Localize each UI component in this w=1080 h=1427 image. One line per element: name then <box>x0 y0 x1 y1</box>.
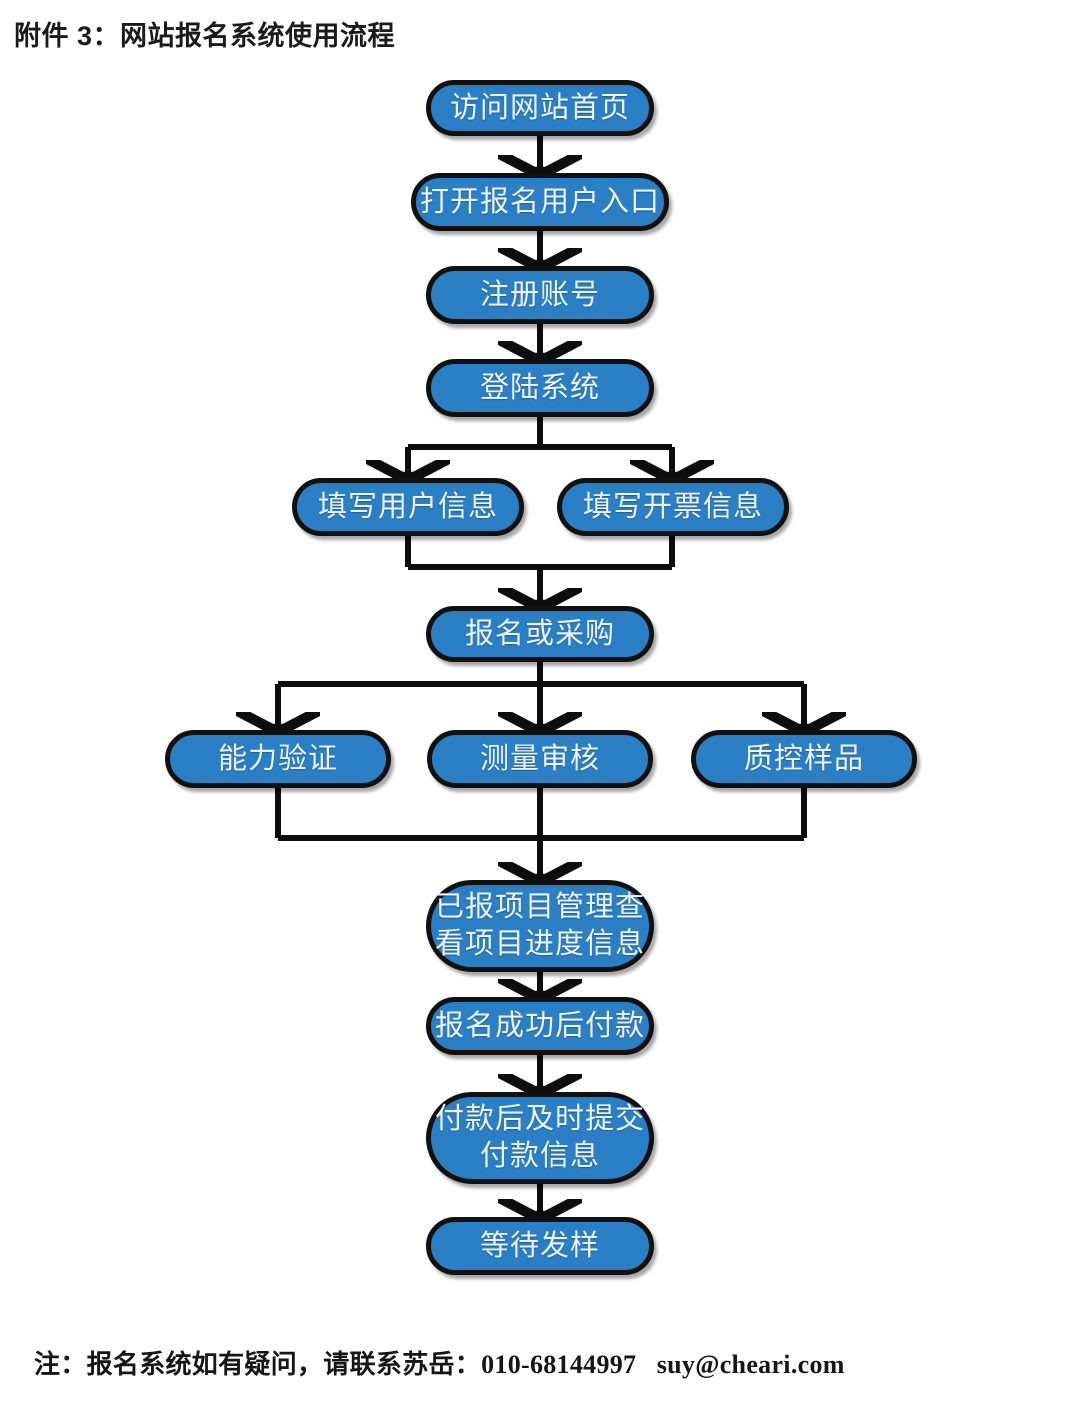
flow-node-n8[interactable]: 能力验证 <box>165 730 391 788</box>
footer-note: 注：报名系统如有疑问，请联系苏岳：010-68144997 suy@cheari… <box>34 1350 845 1379</box>
flow-node-n2[interactable]: 打开报名用户入口 <box>411 173 669 231</box>
flow-node-n12[interactable]: 报名成功后付款 <box>426 997 654 1055</box>
flow-node-n4[interactable]: 登陆系统 <box>426 359 654 417</box>
page-title: 附件 3：网站报名系统使用流程 <box>14 21 396 51</box>
flow-node-n3[interactable]: 注册账号 <box>426 266 654 324</box>
flow-node-n6[interactable]: 填写开票信息 <box>557 478 789 536</box>
flow-node-n7[interactable]: 报名或采购 <box>426 606 654 662</box>
flow-node-n10[interactable]: 质控样品 <box>691 730 917 788</box>
flow-node-n13[interactable]: 付款后及时提交 付款信息 <box>426 1092 654 1184</box>
flow-node-n11[interactable]: 已报项目管理查 看项目进度信息 <box>426 880 654 972</box>
flow-node-n9[interactable]: 测量审核 <box>427 730 653 788</box>
flow-node-n5[interactable]: 填写用户信息 <box>292 478 524 536</box>
flow-node-n1[interactable]: 访问网站首页 <box>426 80 654 136</box>
flow-node-n14[interactable]: 等待发样 <box>426 1217 654 1275</box>
